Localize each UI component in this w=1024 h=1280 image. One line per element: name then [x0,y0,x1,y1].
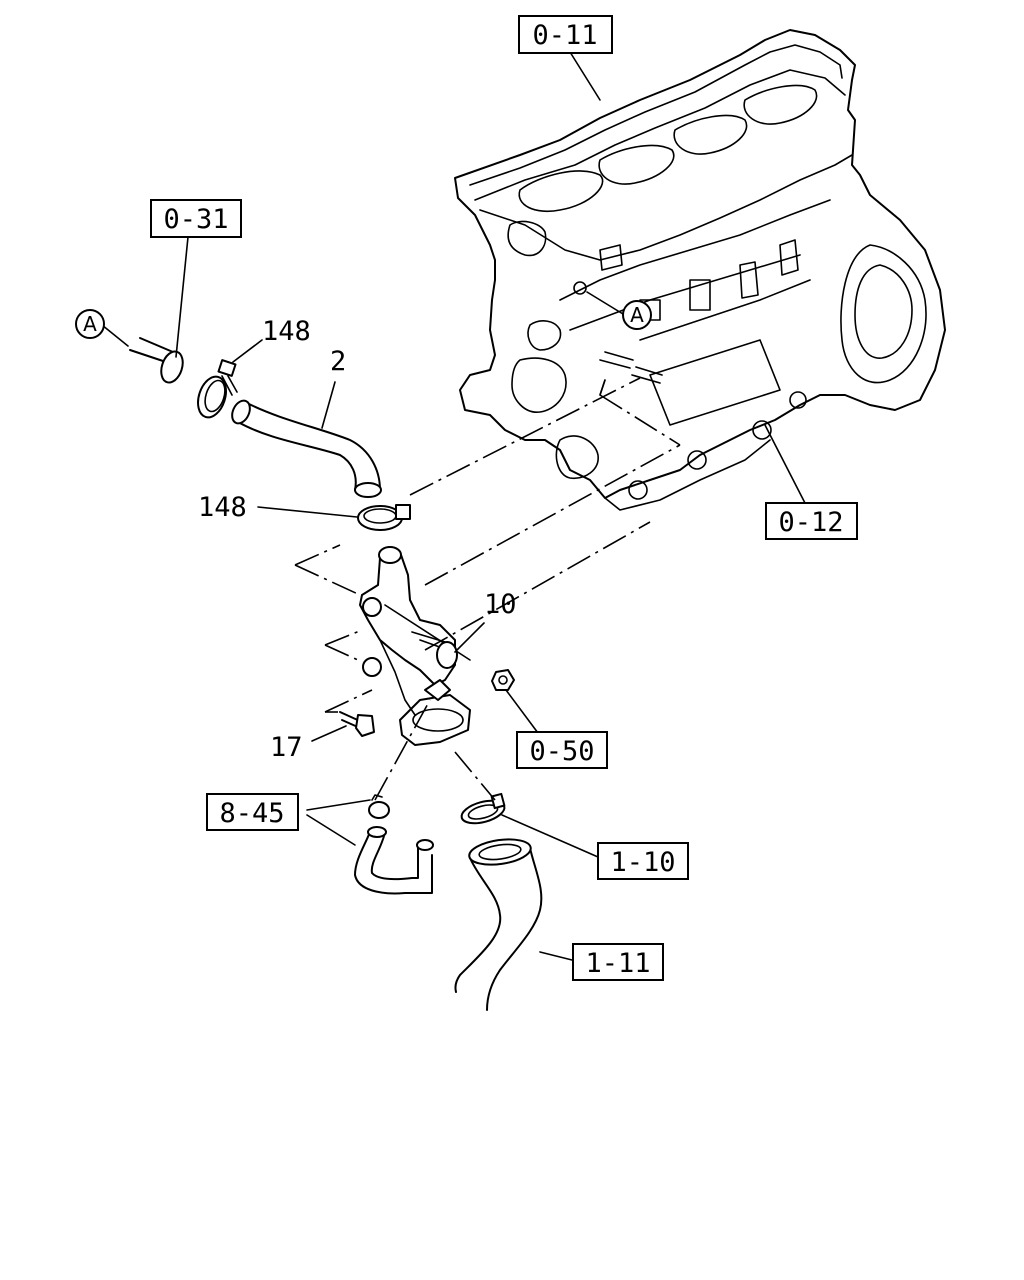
ref-0-11-label: 0-11 [532,20,597,51]
ref-box-1-11: 1-11 [572,943,664,981]
part-number-2: 2 [330,346,346,377]
assembly-lines [294,377,681,801]
ref-box-0-11: 0-11 [518,15,613,54]
hose-clamp-148-mid [357,504,411,531]
bypass-hose-8-45 [354,794,434,895]
thermostat-housing-10 [359,546,471,746]
nut-0-50 [491,669,515,691]
ref-box-1-10: 1-10 [597,842,689,880]
engine-block [454,29,946,511]
radiator-hose-1-11 [454,838,543,1011]
leader-lines [101,51,807,961]
ref-1-11-label: 1-11 [585,948,650,979]
ref-box-0-12: 0-12 [765,502,858,540]
ref-0-31-label: 0-31 [163,204,228,235]
hose-clamp-148-top [197,359,238,419]
ref-box-0-50: 0-50 [516,731,608,769]
ref-1-10-label: 1-10 [610,847,675,878]
ref-box-0-31: 0-31 [150,199,242,238]
part-number-148-top: 148 [262,316,311,347]
callout-a-right-label: A [630,303,644,327]
callout-a-left-label: A [83,312,97,336]
ref-0-12-label: 0-12 [778,507,843,538]
ref-box-8-45: 8-45 [206,793,299,831]
callout-a-left: A [75,309,105,339]
water-hose-2 [231,399,382,498]
bolt-17 [339,711,375,737]
part-number-10: 10 [484,589,517,620]
callout-a-right: A [622,300,652,330]
ref-0-50-label: 0-50 [529,736,594,767]
part-number-17: 17 [270,732,303,763]
part-number-148-mid: 148 [198,492,247,523]
ref-8-45-label: 8-45 [219,798,284,829]
hose-clamp-1-10 [460,792,506,825]
